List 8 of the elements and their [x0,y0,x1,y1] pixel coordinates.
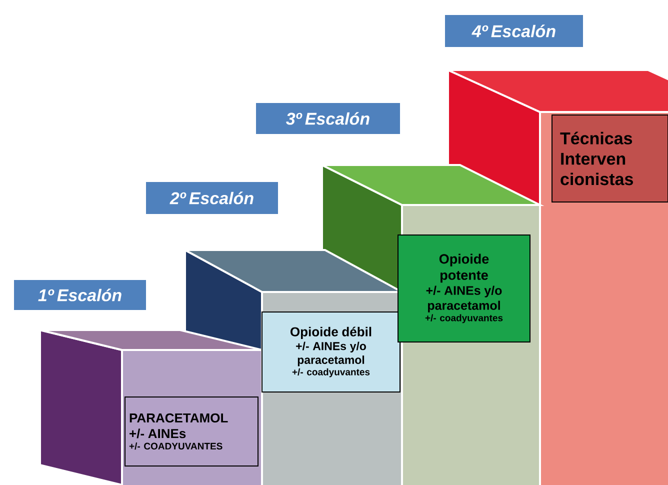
treatment-box: Opioide débil +/- AINEs y/o paracetamol +/- coadyuvantes [262,311,400,392]
step-heading: 4º Escalón [445,15,583,47]
treatment-box: PARACETAMOL +/- AINEs +/- COADYUVANTES [124,396,258,466]
step-heading: 2º Escalón [146,182,278,214]
step-heading: 3º Escalón [256,102,400,134]
treatment-box: Técnicas Interven cionistas [552,114,668,202]
treatment-box: Opioide potente +/- AINEs y/o paracetamol +/- coadyuvantes [398,234,530,342]
step-heading: 1º Escalón [14,280,146,310]
